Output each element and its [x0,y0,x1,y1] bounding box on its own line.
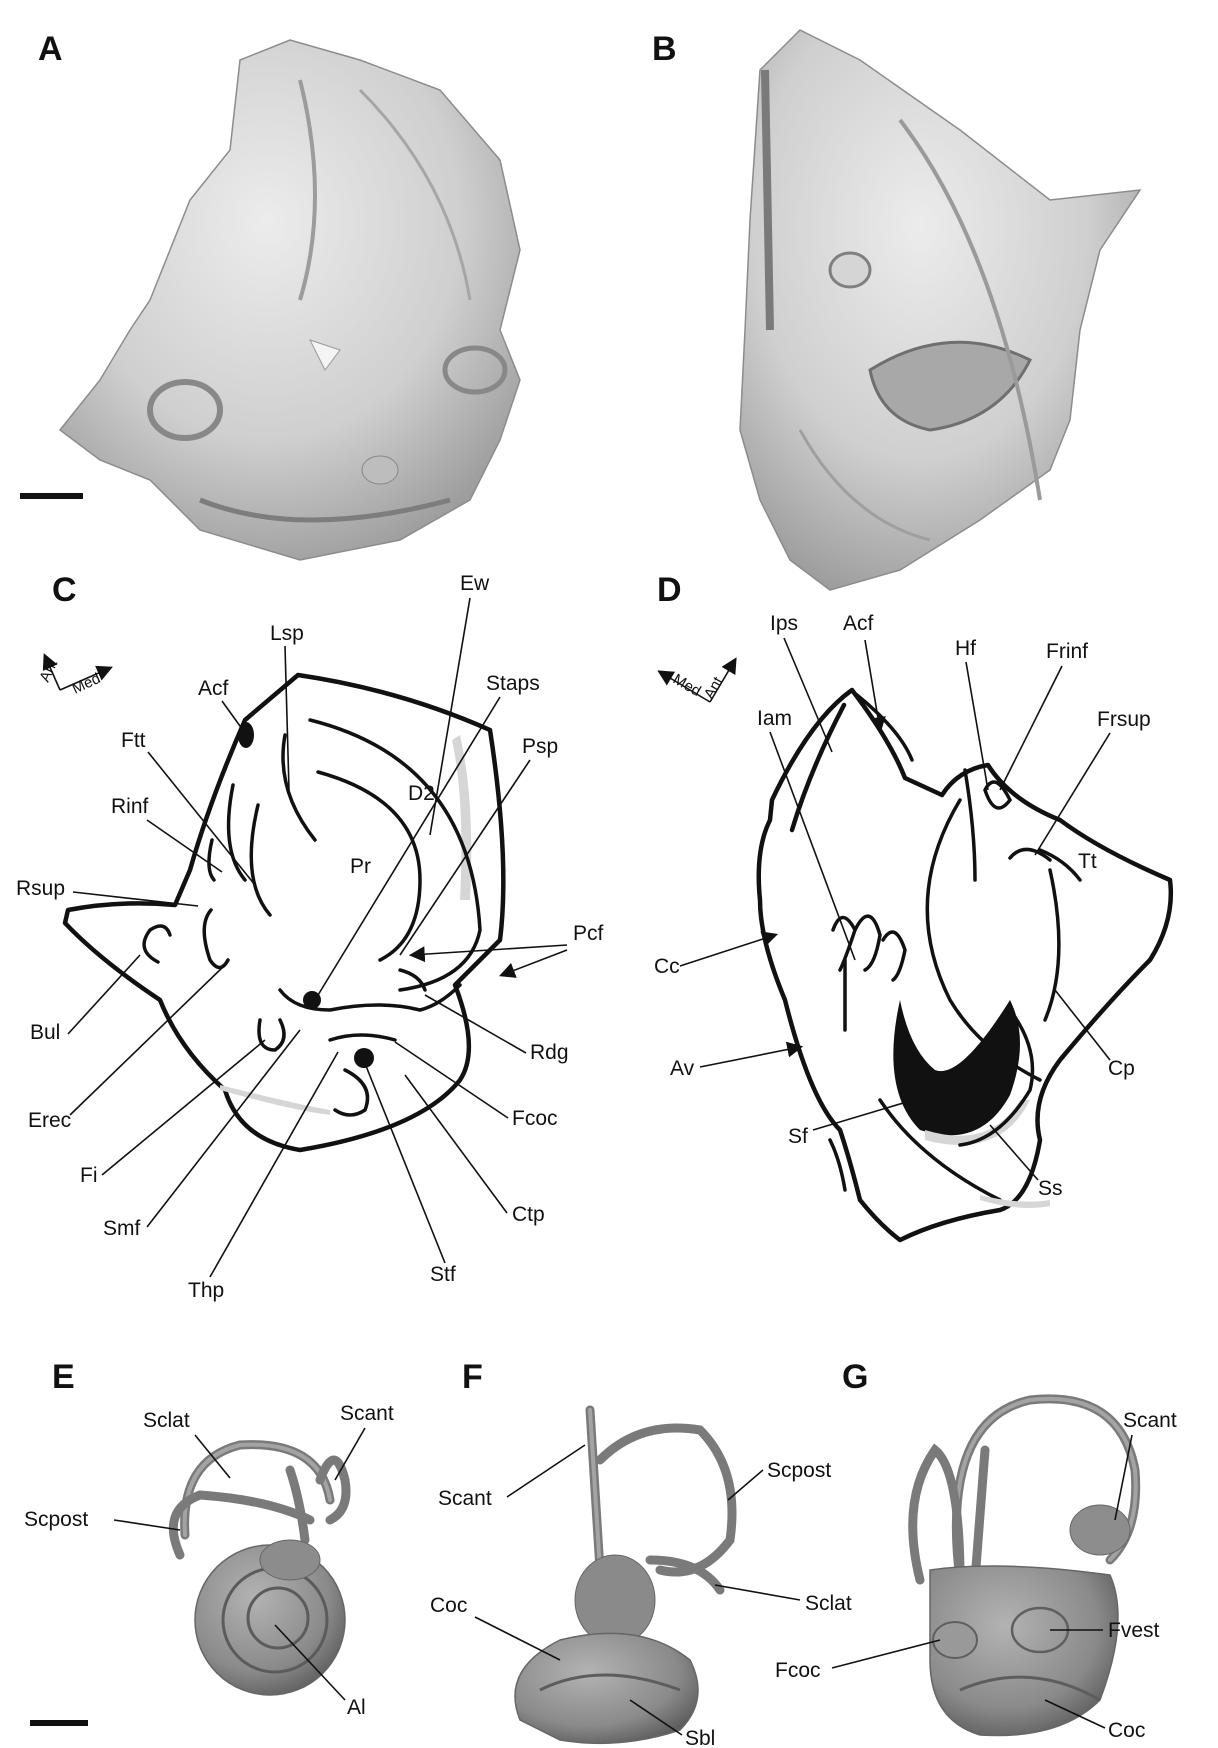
label-ftt: Ftt [121,729,146,752]
label-stf: Stf [430,1263,456,1286]
label-cp: Cp [1108,1057,1135,1080]
panel-letter-c: C [52,571,77,609]
panel-g: G Scant Fvest Fcoc Coc [775,1358,1177,1742]
label-scant-f: Scant [438,1487,492,1510]
label-sbl: Sbl [685,1727,715,1748]
panel-letter-e: E [52,1358,75,1396]
label-iam: Iam [757,707,792,730]
panel-letter-a: A [38,30,63,68]
label-al: Al [347,1696,366,1719]
label-scant-e: Scant [340,1402,394,1425]
inner-ear-model-e [173,1445,346,1695]
label-fi: Fi [80,1164,98,1187]
label-erec: Erec [28,1109,71,1132]
panel-letter-f: F [462,1358,483,1396]
label-scpost-f: Scpost [767,1459,831,1482]
label-thp: Thp [188,1279,224,1302]
orient-ant-c: Ant [36,656,61,684]
label-rdg: Rdg [530,1041,569,1064]
label-bul: Bul [30,1021,60,1044]
panel-c: C Ant Med [16,571,604,1302]
label-tt: Tt [1078,850,1097,873]
orientation-indicator-c: Ant Med [36,656,110,698]
label-rinf: Rinf [111,795,149,818]
inner-ear-model-f [515,1410,732,1743]
label-coc-g: Coc [1108,1719,1145,1742]
label-scant-g: Scant [1123,1409,1177,1432]
label-fcoc-g: Fcoc [775,1659,821,1682]
label-frsup: Frsup [1097,708,1151,731]
label-ss: Ss [1038,1177,1063,1200]
label-sclat-f: Sclat [805,1592,852,1615]
panel-d: D Med Ant [654,571,1171,1240]
orient-ant-d: Ant [701,673,727,702]
label-fvest: Fvest [1108,1619,1160,1642]
label-lsp: Lsp [270,622,304,645]
panel-letter-g: G [842,1358,868,1396]
label-pr: Pr [350,855,371,878]
panel-a: A [20,30,520,560]
label-av: Av [670,1057,695,1080]
petrosal-3d-model-b [740,30,1140,590]
label-frinf: Frinf [1046,640,1088,663]
panel-f: F Scant Scpost Sclat Coc Sbl [430,1358,852,1748]
label-ips: Ips [770,612,798,635]
label-psp: Psp [522,735,558,758]
label-acf-c: Acf [198,677,229,700]
label-fcoc-c: Fcoc [512,1107,558,1130]
label-ctp: Ctp [512,1203,545,1226]
petrosal-outline-d [759,690,1171,1240]
petrosal-3d-model-a [60,40,520,560]
label-sf: Sf [788,1125,808,1148]
label-pcf: Pcf [573,922,604,945]
label-rsup: Rsup [16,877,65,900]
labels-c: Lsp Ew Acf Ftt Staps D2 Psp Rinf Pr Rsup… [16,572,604,1302]
label-hf: Hf [955,637,976,660]
label-sclat-e: Sclat [143,1409,190,1432]
inner-ear-model-g [913,1399,1136,1736]
panel-e: E Sclat Scant Scpost Al [24,1358,394,1723]
label-smf: Smf [103,1217,141,1240]
orientation-indicator-d: Med Ant [660,660,735,702]
panel-b: B [652,30,1140,590]
panel-letter-b: B [652,30,677,68]
labels-d: Ips Acf Hf Frinf Iam Frsup Tt Cc Av Cp S… [654,612,1151,1200]
label-acf-d: Acf [843,612,874,635]
label-staps: Staps [486,672,540,695]
panel-letter-d: D [657,571,682,609]
label-coc-f: Coc [430,1594,467,1617]
label-scpost-e: Scpost [24,1508,88,1531]
label-d2: D2 [408,782,435,805]
label-cc: Cc [654,955,680,978]
label-ew: Ew [460,572,490,595]
